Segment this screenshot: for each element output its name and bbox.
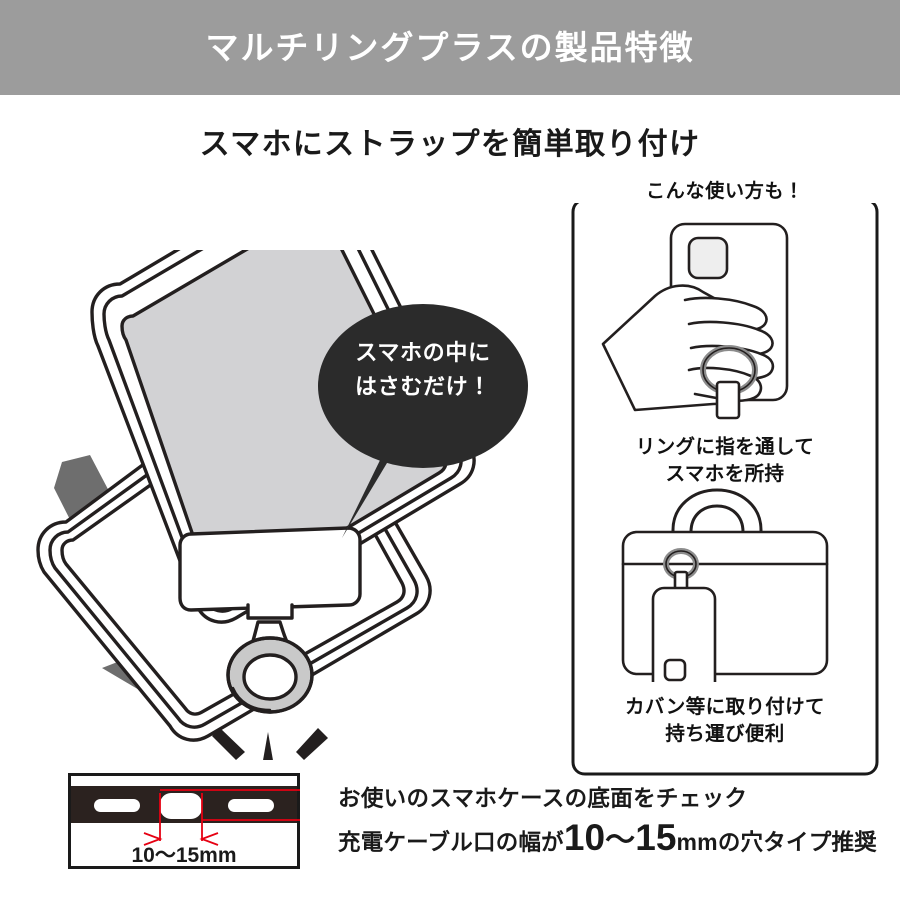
speech-bubble: スマホの中に はさむだけ！: [318, 298, 548, 548]
hand-holding-phone-icon: [593, 214, 857, 432]
bottom-note-unit: mm: [676, 829, 718, 856]
page-title: マルチリングプラスの製品特徴: [205, 29, 695, 66]
bottom-note-num-min: 10: [563, 817, 606, 859]
bottom-note-suffix: の穴タイプ推奨: [717, 830, 877, 856]
port-measure-label: 10〜15mm: [131, 844, 236, 867]
bottom-note-line-1: お使いのスマホケースの底面をチェック: [338, 786, 748, 811]
section-subtitle: スマホにストラップを簡単取り付け: [199, 128, 701, 161]
usage-caption-2: カバン等に取り付けて 持ち運び便利: [571, 694, 879, 748]
speech-bubble-shape: [318, 304, 528, 538]
bag-with-phone-icon: [601, 484, 849, 696]
sparkle-icon: [212, 728, 328, 766]
bottom-note-prefix: 充電ケーブル口の幅が: [338, 830, 564, 856]
usage-caption-1-line-1: リングに指を通して: [635, 436, 815, 458]
usage-panel-border: [571, 198, 879, 776]
usage-panel: こんな使い方も！: [571, 181, 879, 776]
ring-icon: [226, 620, 314, 714]
bottom-note-range-tilde: 〜: [605, 824, 636, 858]
usage-caption-1: リングに指を通して スマホを所持: [571, 434, 879, 488]
header-bar: マルチリングプラスの製品特徴: [0, 0, 900, 95]
main-illustration: [30, 169, 550, 766]
usage-caption-2-line-1: カバン等に取り付けて: [625, 696, 825, 718]
usage-caption-1-line-2: スマホを所持: [665, 462, 785, 485]
strap-plate-icon: [178, 526, 362, 620]
usage-caption-2-line-2: 持ち運び便利: [665, 722, 785, 745]
port-diagram: 10〜15mm: [68, 773, 300, 869]
phone-icon: [90, 169, 476, 624]
usage-panel-title-text: こんな使い方も！: [635, 181, 815, 202]
bottom-note-num-max: 15: [635, 817, 677, 859]
usage-panel-title: こんな使い方も！: [571, 181, 879, 203]
